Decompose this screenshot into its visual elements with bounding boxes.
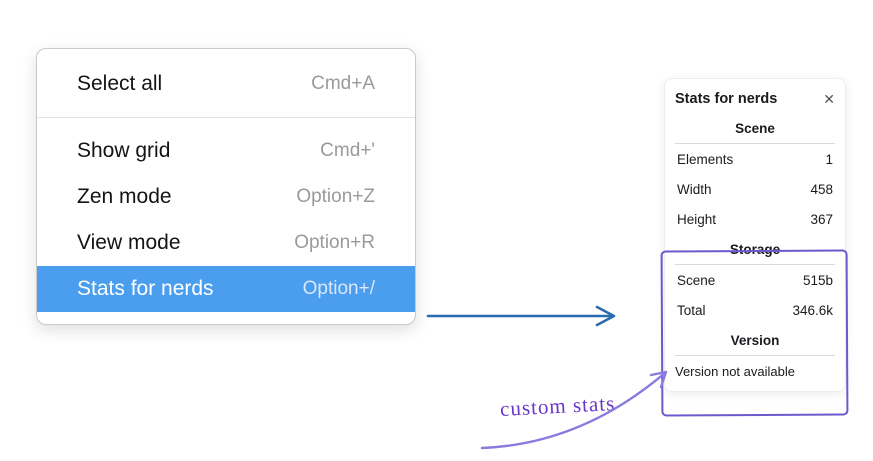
menu-item-shortcut: Cmd+' [320,140,375,161]
stat-row: Elements 1 [677,152,833,168]
stat-value: 1 [825,152,833,167]
version-note: Version not available [675,364,795,379]
stat-label: Height [677,212,717,227]
menu-item-label: Zen mode [77,185,172,208]
menu-item-stats-for-nerds[interactable]: Stats for nerds Option+/ [37,266,415,312]
menu-item-show-grid[interactable]: Show grid Cmd+' [37,128,415,174]
context-menu: Select all Cmd+A Show grid Cmd+' Zen mod… [36,48,416,325]
stat-label: Scene [677,273,716,288]
stats-panel-title: Stats for nerds [675,91,778,107]
menu-item-shortcut: Option+/ [302,278,375,299]
stat-value: 458 [810,182,833,197]
menu-item-view-mode[interactable]: View mode Option+R [37,220,415,266]
stats-section-storage: Storage Scene 515b Total 346.6k [675,242,835,319]
stat-row: Width 458 [677,182,833,198]
menu-item-label: Stats for nerds [77,277,214,300]
section-divider [675,143,835,144]
stats-section-scene: Scene Elements 1 Width 458 Height 367 [675,121,835,228]
stat-value: 367 [810,212,833,227]
stats-panel-header: Stats for nerds ✕ [675,91,835,107]
section-heading: Scene [735,121,775,136]
section-divider [675,264,835,265]
stat-row: Height 367 [677,212,833,228]
stats-section-version: Version Version not available [675,333,835,379]
stat-label: Elements [677,152,734,167]
section-divider [675,355,835,356]
stat-label: Total [677,303,706,318]
menu-item-shortcut: Cmd+A [311,73,375,94]
stat-row: Scene 515b [677,273,833,289]
section-heading: Version [730,333,780,348]
annotation-arrow-icon [480,370,668,450]
stat-row: Total 346.6k [677,303,833,319]
menu-item-label: View mode [77,231,181,254]
stats-panel: Stats for nerds ✕ Scene Elements 1 Width… [664,78,846,392]
menu-item-zen-mode[interactable]: Zen mode Option+Z [37,174,415,220]
menu-divider [37,117,415,118]
menu-item-label: Show grid [77,139,171,162]
menu-item-shortcut: Option+Z [296,186,375,207]
menu-item-select-all[interactable]: Select all Cmd+A [37,61,415,107]
stat-value: 346.6k [792,303,833,318]
arrow-to-panel-icon [426,305,616,327]
close-icon[interactable]: ✕ [823,91,835,107]
stat-value: 515b [802,273,833,288]
menu-item-shortcut: Option+R [294,232,375,253]
stat-label: Width [677,182,712,197]
menu-item-label: Select all [77,72,163,95]
section-heading: Storage [729,242,781,257]
